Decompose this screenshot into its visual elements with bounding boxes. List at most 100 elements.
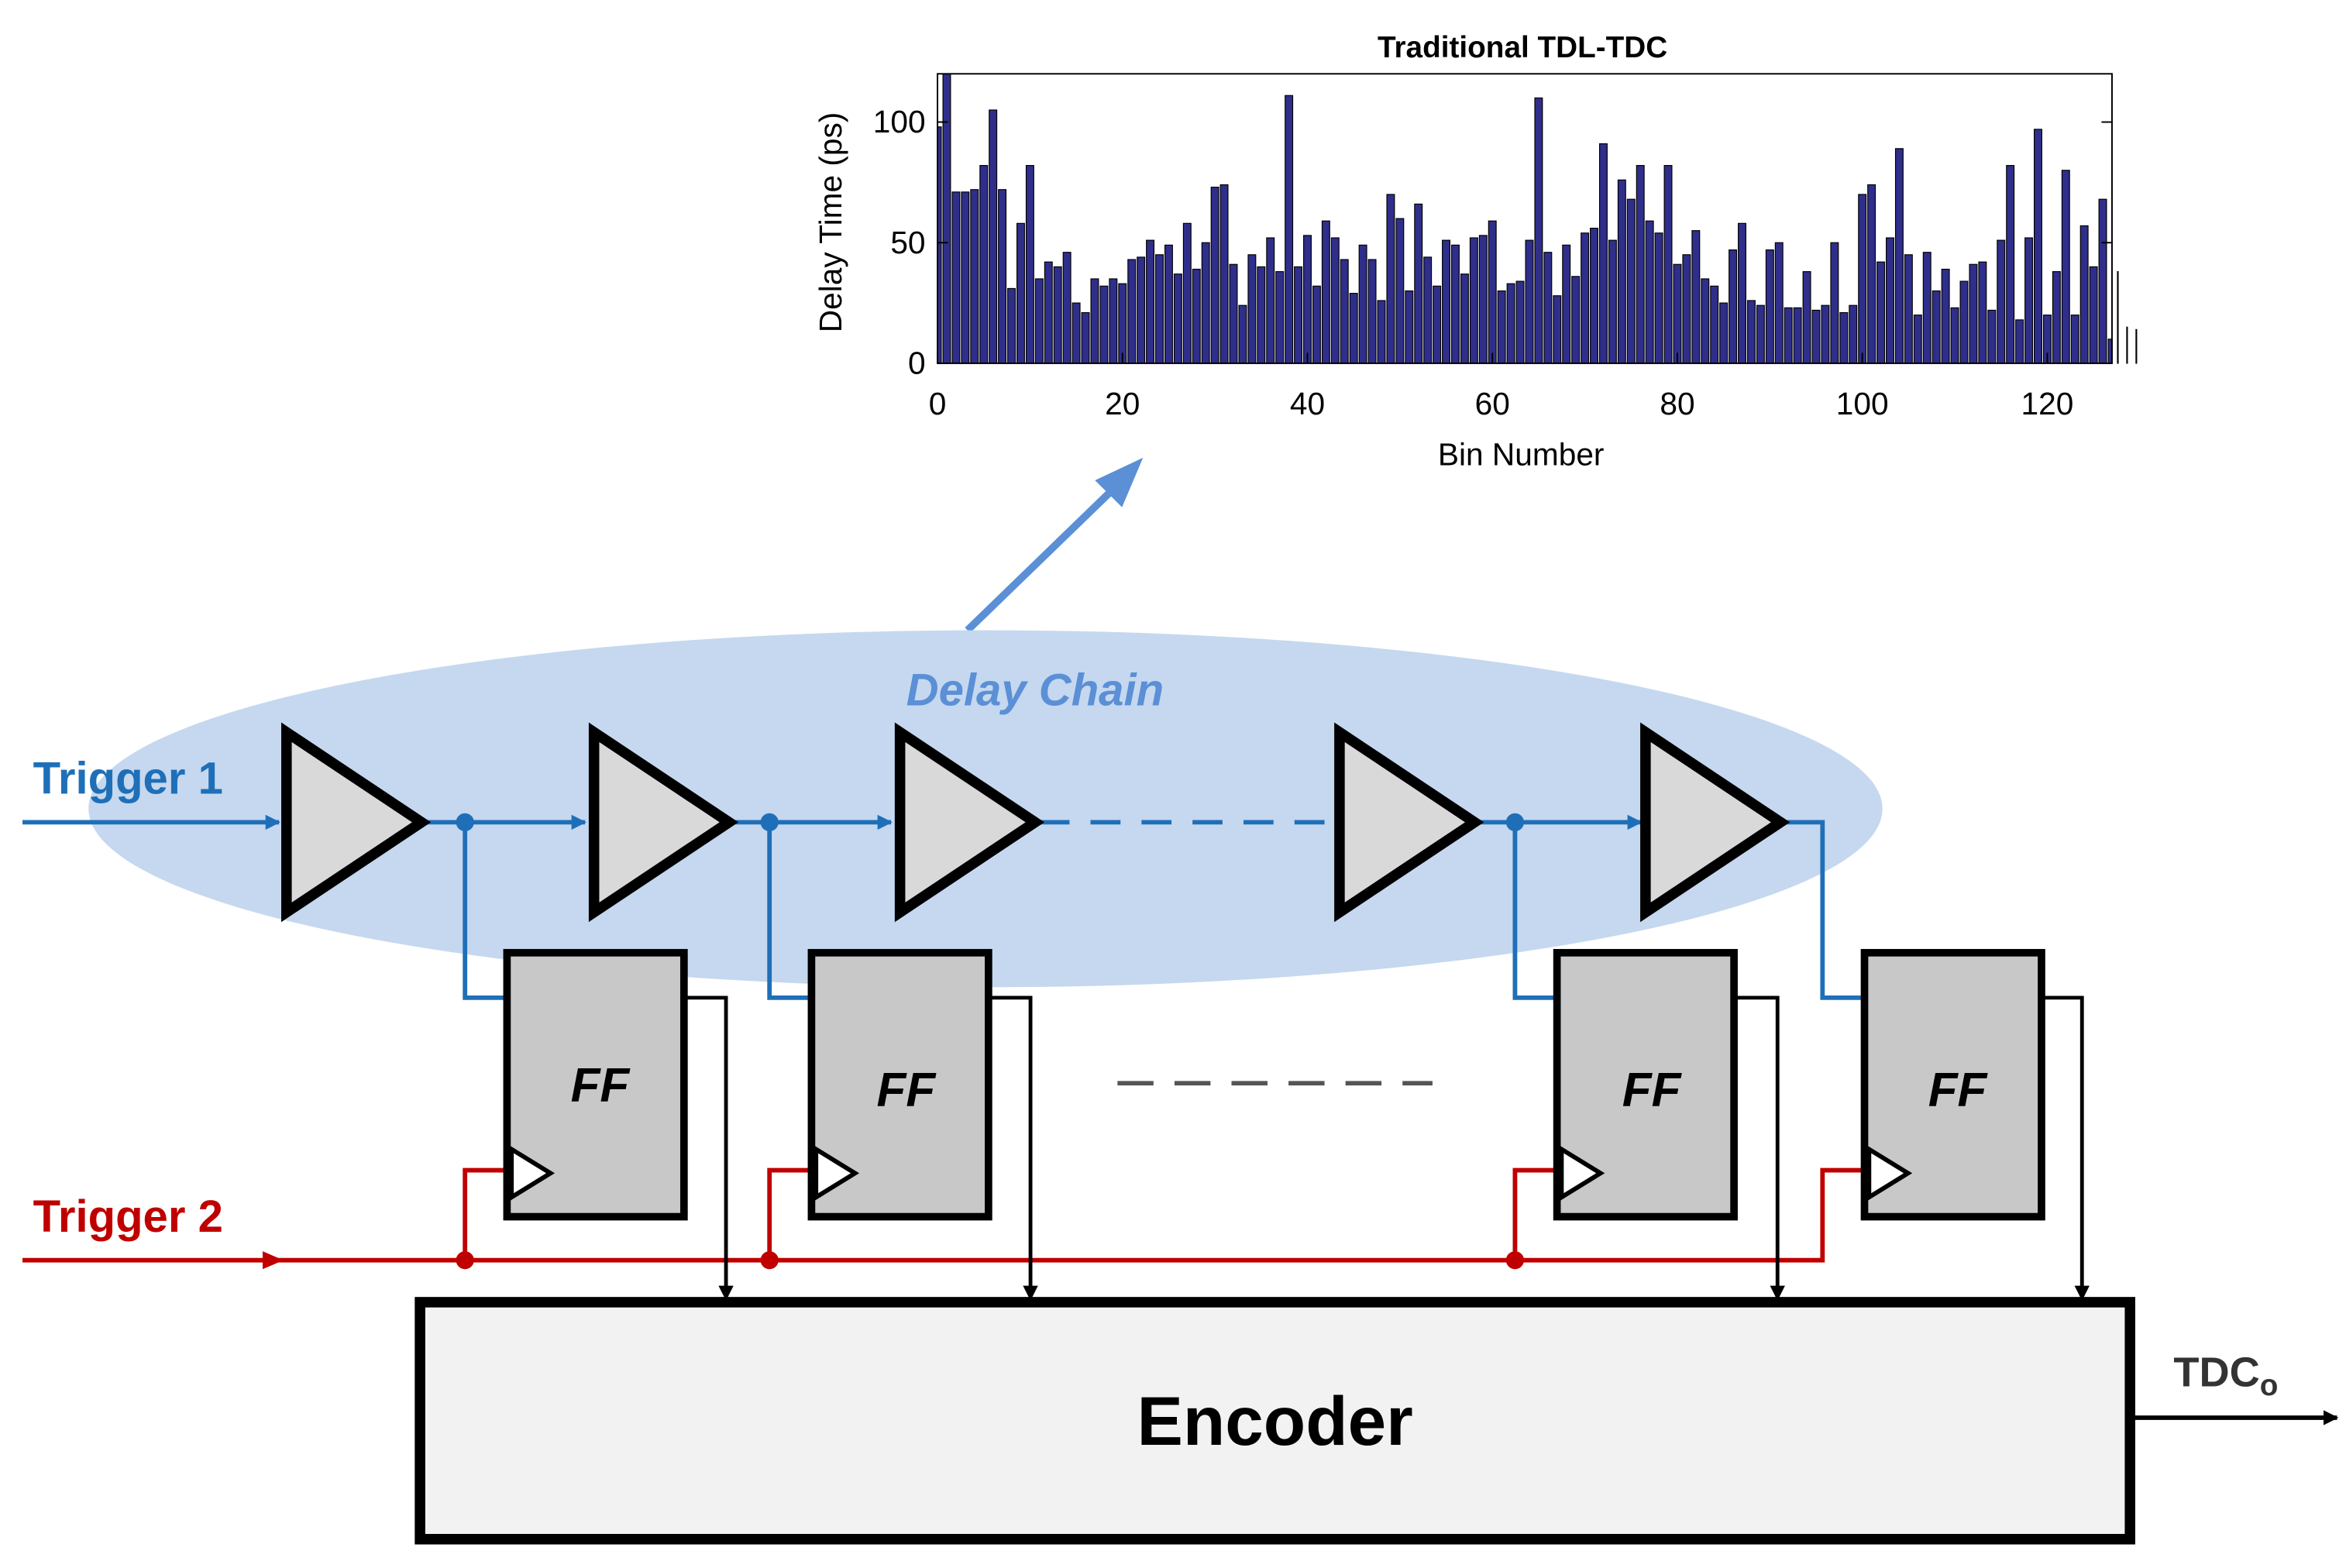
flip-flop-1: FF: [503, 948, 688, 1221]
bar: [1219, 184, 1229, 364]
bar: [1330, 237, 1340, 364]
bar: [1155, 254, 1164, 364]
bar: [1164, 244, 1173, 364]
bar: [1562, 244, 1571, 364]
chart-y-axis-label: Delay Time (ps): [813, 112, 848, 333]
bar: [1645, 220, 1654, 364]
bar: [1238, 304, 1247, 364]
bar: [1340, 259, 1349, 364]
delay-chain-label: Delay Chain: [906, 665, 1164, 715]
ff-label: FF: [1622, 1063, 1683, 1116]
trigger2-junctions: [456, 1251, 1525, 1270]
bar: [1571, 276, 1581, 364]
bar: [1525, 239, 1534, 364]
bar: [2117, 271, 2119, 364]
bar: [1821, 304, 1830, 364]
bar: [1876, 261, 1886, 364]
bar: [1811, 309, 1821, 364]
bar: [1636, 165, 1645, 364]
bar: [1691, 230, 1701, 364]
x-tick-label: 60: [1475, 386, 1510, 421]
bar: [1904, 254, 1913, 364]
bar: [1294, 266, 1303, 364]
output-label-main: TDC: [2173, 1349, 2259, 1395]
bar: [1719, 302, 1729, 364]
bar: [2070, 315, 2079, 364]
bar: [1007, 287, 1016, 364]
bar: [1913, 315, 1922, 364]
bar: [1710, 285, 1719, 364]
x-tick-label: 0: [929, 386, 947, 421]
bar: [1701, 278, 1710, 364]
bar: [1433, 285, 1442, 364]
bar: [1987, 309, 1997, 364]
trigger2-label: Trigger 2: [33, 1191, 223, 1242]
delay-buffer-3: [894, 722, 1045, 923]
bar: [1275, 271, 1285, 364]
x-tick-label: 120: [2021, 386, 2074, 421]
chart-plot-frame: [937, 73, 2113, 364]
bar: [1451, 244, 1460, 364]
ff-output-wires: [683, 995, 2090, 1301]
bar: [1442, 239, 1451, 364]
bar: [1034, 278, 1044, 364]
bar: [970, 189, 979, 364]
bar: [2089, 266, 2098, 364]
bar: [1894, 148, 1904, 364]
ff-label: FF: [571, 1058, 631, 1112]
bar: [1423, 256, 1433, 364]
bar: [1774, 242, 1784, 364]
output-label: TDCo: [2173, 1349, 2278, 1402]
bar: [1886, 237, 1894, 364]
bar: [1515, 280, 1525, 364]
bar: [1682, 254, 1691, 364]
bar: [1321, 220, 1330, 364]
bar: [1386, 194, 1395, 364]
bar: [1784, 307, 1793, 364]
ff-label: FF: [877, 1063, 937, 1116]
bar: [1053, 266, 1062, 364]
bar: [998, 189, 1007, 364]
bar: [1497, 290, 1506, 364]
trigger1-junctions: [456, 813, 1525, 831]
bar: [1931, 290, 1941, 364]
x-tick-label: 40: [1290, 386, 1325, 421]
bar: [1997, 239, 2006, 364]
bar: [942, 73, 951, 364]
bar: [1081, 311, 1090, 364]
bar: [1673, 263, 1682, 364]
x-tick-label: 100: [1836, 386, 1889, 421]
bar: [1090, 278, 1099, 364]
bar: [1247, 254, 1257, 364]
chart-bars: [937, 73, 2138, 364]
bar: [1044, 261, 1053, 364]
bar: [1654, 232, 1663, 364]
chart-x-axis-label: Bin Number: [1438, 437, 1605, 473]
bar: [1377, 300, 1386, 364]
bar: [2024, 237, 2034, 364]
bar: [1941, 268, 1950, 364]
bar: [1192, 268, 1201, 364]
trigger2-wiring: [22, 1167, 1865, 1270]
bar: [1959, 280, 1969, 364]
delay-buffer-1: [281, 722, 432, 923]
bar: [961, 191, 970, 364]
bar: [1349, 293, 1358, 364]
bar: [1109, 278, 1118, 364]
x-tick-label: 80: [1660, 386, 1694, 421]
bar: [2061, 170, 2070, 364]
bar: [1598, 143, 1608, 364]
ff-label: FF: [1928, 1063, 1989, 1116]
bar: [1663, 165, 1673, 364]
delay-buffers: [281, 722, 1790, 923]
bar: [1608, 239, 1617, 364]
bar: [1395, 218, 1405, 364]
x-tick-label: 20: [1105, 386, 1140, 421]
bar: [979, 165, 989, 364]
bar: [989, 109, 998, 364]
encoder-label: Encoder: [1137, 1382, 1413, 1460]
bar: [1099, 285, 1109, 364]
bar: [1765, 249, 1774, 364]
flip-flop-2: FF: [807, 948, 992, 1221]
